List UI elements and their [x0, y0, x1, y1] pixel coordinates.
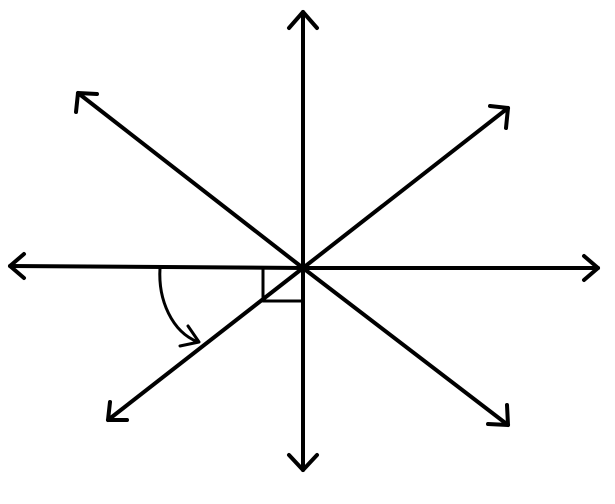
- ray-down-right: [301, 266, 510, 427]
- ray-up-left: [74, 91, 305, 270]
- ray-down: [287, 266, 319, 472]
- ray-left: [8, 252, 305, 280]
- angle-arc-arrow: [158, 266, 201, 348]
- ray-up: [287, 10, 319, 270]
- ray-down-left: [106, 266, 305, 422]
- ray-right: [301, 254, 600, 282]
- ray-up-right: [301, 104, 510, 270]
- right-angle-mark: [261, 266, 304, 303]
